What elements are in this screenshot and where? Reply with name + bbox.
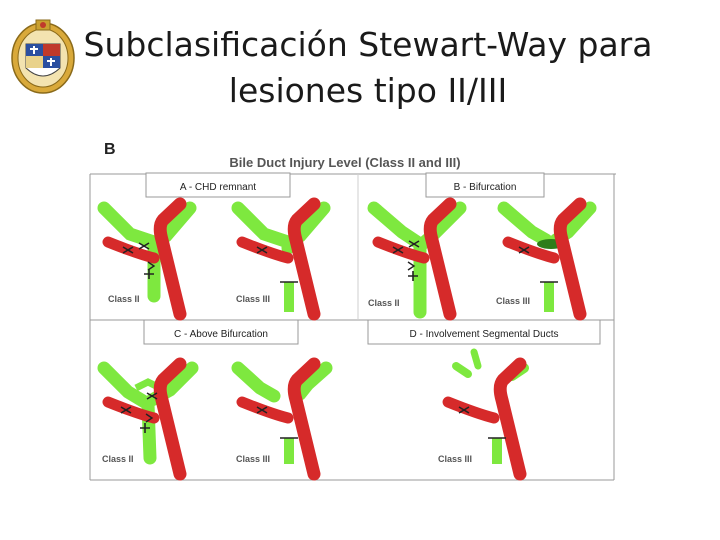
class-label: Class II	[102, 454, 134, 464]
section-a-label: A - CHD remnant	[180, 182, 256, 193]
class-label: Class II	[108, 294, 140, 304]
class-label: Class III	[236, 454, 270, 464]
section-d-label: D - Involvement Segmental Ducts	[410, 329, 559, 340]
bile-duct-injury-diagram: B Bile Duct Injury Level (Class II and I…	[89, 141, 616, 481]
cell-b-class-ii: Class II	[367, 204, 467, 314]
title-line-2: lesiones tipo II/III	[228, 71, 508, 110]
class-label: Class III	[496, 296, 530, 306]
section-a-box	[145, 172, 291, 198]
cell-d-class-iii: Class III	[438, 348, 529, 474]
section-c-label: C - Above Bifurcation	[174, 329, 268, 340]
cell-c-class-ii: Class II	[97, 364, 199, 474]
university-crest-logo	[11, 19, 75, 94]
class-label: Class III	[438, 454, 472, 464]
cell-a-class-iii: Class III	[231, 204, 331, 314]
section-d-box	[367, 319, 601, 345]
title-line-1: Subclasificación Stewart-Way para	[83, 25, 653, 64]
panel-letter: B	[104, 141, 116, 158]
class-label: Class III	[236, 294, 270, 304]
class-label: Class II	[368, 298, 400, 308]
cell-b-class-iii: Class III	[496, 204, 597, 314]
section-b-box	[425, 172, 545, 198]
slide-title: Subclasificación Stewart-Way para lesion…	[78, 22, 658, 114]
section-c-box	[143, 319, 299, 345]
cell-c-class-iii: Class III	[231, 364, 333, 474]
cell-a-class-ii: Class II	[97, 204, 197, 314]
section-b-label: B - Bifurcation	[454, 182, 517, 193]
diagram-heading: Bile Duct Injury Level (Class II and III…	[229, 155, 460, 170]
